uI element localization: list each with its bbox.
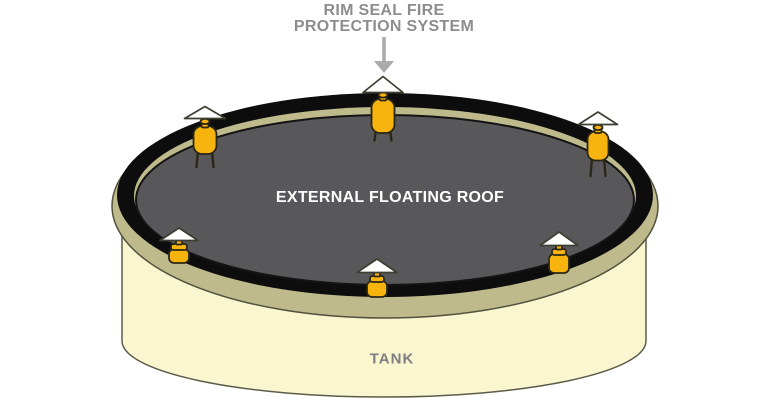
tank-label: TANK: [369, 350, 415, 368]
title-line-1: RIM SEAL FIRE: [323, 2, 445, 19]
fire-unit-lower-right: [539, 231, 579, 274]
fire-unit-top-center: [362, 75, 404, 142]
fire-unit-bottom-center: [356, 258, 398, 298]
fire-unit-upper-right: [577, 111, 619, 178]
fire-unit-lower-left: [159, 227, 199, 264]
pointer-arrow: [374, 37, 394, 73]
floating-roof-label: EXTERNAL FLOATING ROOF: [275, 189, 505, 206]
title-line-2: PROTECTION SYSTEM: [293, 17, 475, 35]
fire-unit-upper-left: [183, 105, 227, 169]
diagram-title: RIM SEAL FIRE PROTECTION SYSTEM: [0, 3, 768, 34]
